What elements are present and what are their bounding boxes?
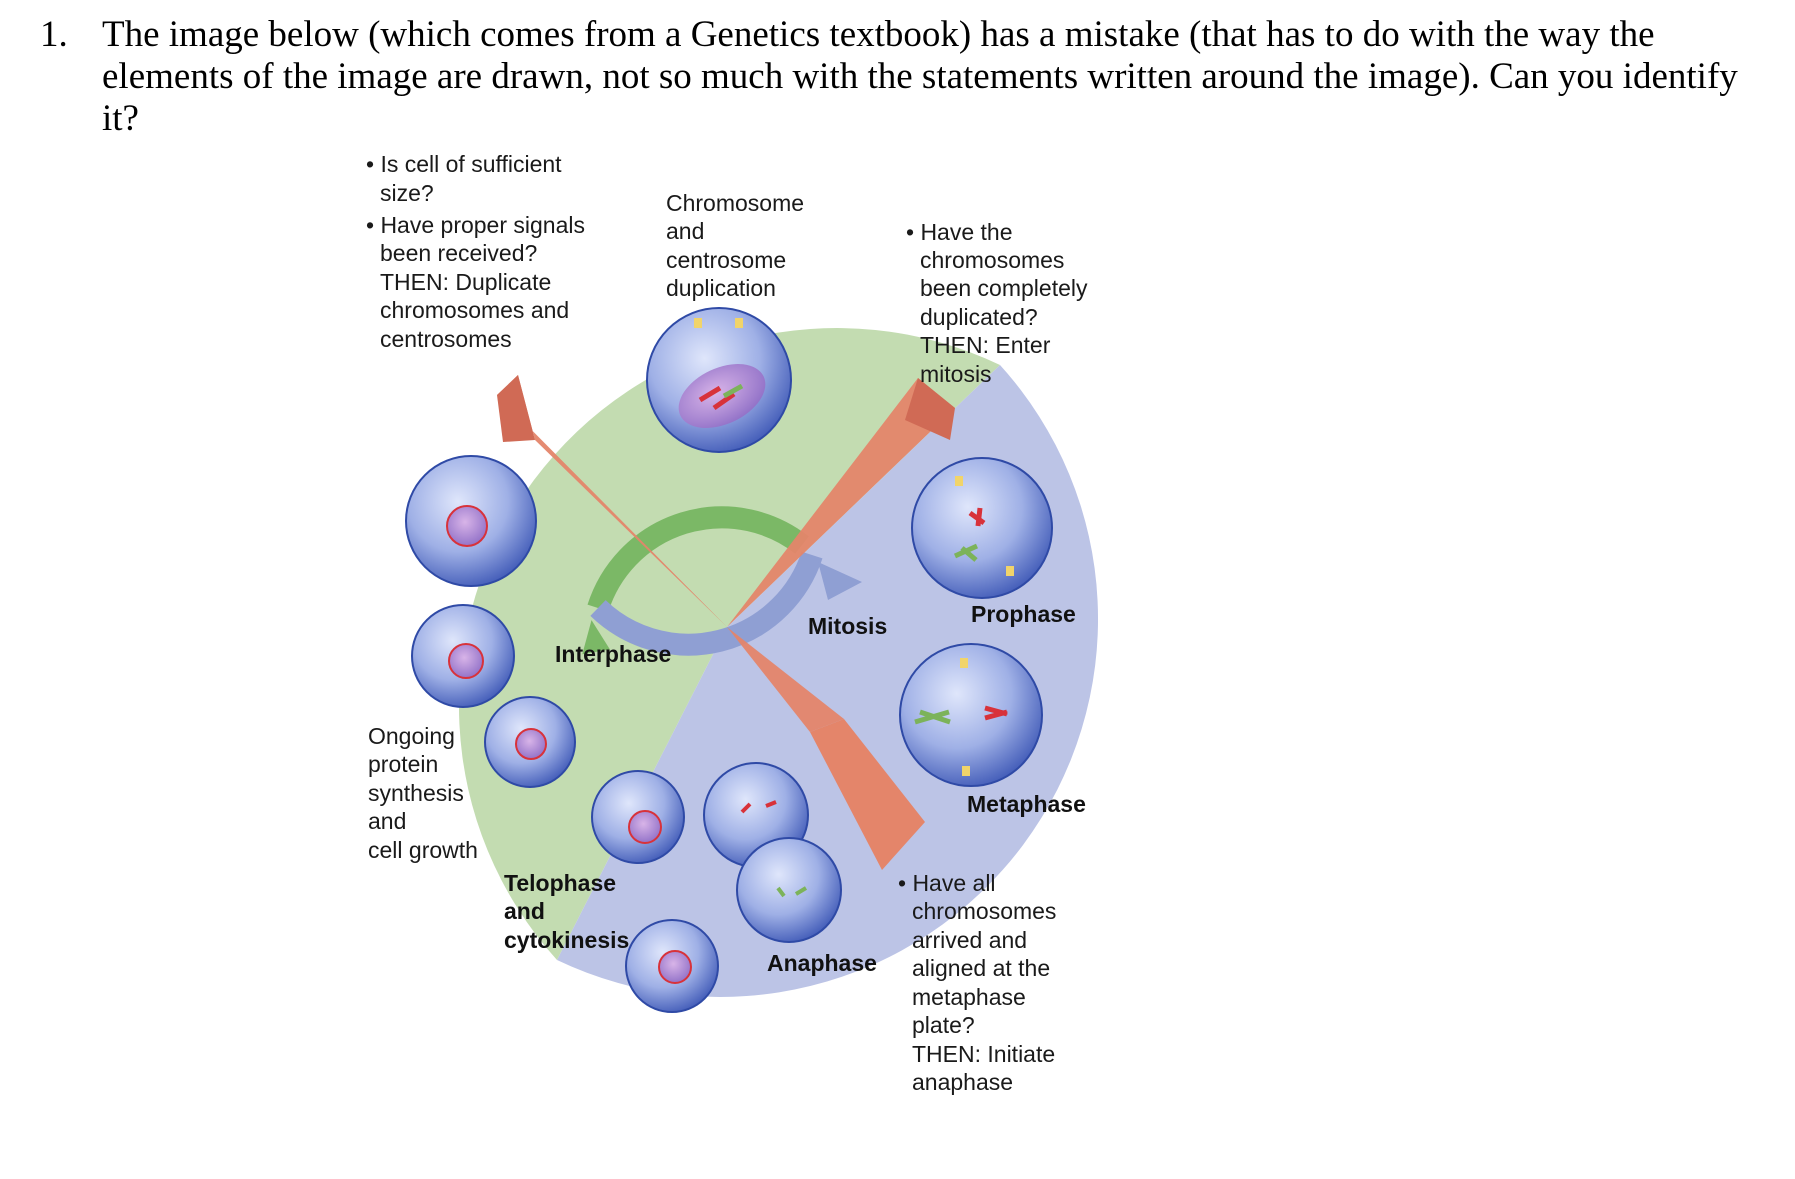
g1-checkpoint-line-4: been received? bbox=[380, 240, 537, 266]
metaphase-checkpoint-line-2: chromosomes bbox=[912, 898, 1056, 924]
label-mitosis: Mitosis bbox=[808, 613, 887, 639]
s-phase-line-3: centrosome bbox=[666, 247, 786, 273]
g2-checkpoint-wedge bbox=[727, 378, 955, 627]
g2-checkpoint-base bbox=[905, 378, 955, 440]
g1-checkpoint-line-2: size? bbox=[380, 180, 434, 206]
g2-checkpoint-line-6: mitosis bbox=[920, 361, 992, 387]
s-phase-line-2: and bbox=[666, 218, 704, 244]
question-number: 1. bbox=[40, 14, 68, 55]
metaphase-checkpoint-line-4: aligned at the bbox=[912, 955, 1050, 981]
cell-s-phase bbox=[646, 307, 792, 453]
metaphase-checkpoint-wedge bbox=[727, 627, 844, 732]
interphase-arrow bbox=[587, 506, 809, 612]
g1-checkpoint-line-1: • Is cell of sufficient bbox=[366, 151, 562, 177]
metaphase-checkpoint-line-3: arrived and bbox=[912, 927, 1027, 953]
cell-telophase-2 bbox=[625, 919, 719, 1013]
cell-prophase bbox=[911, 457, 1053, 599]
s-phase-line-1: Chromosome bbox=[666, 190, 804, 216]
cell-metaphase bbox=[899, 643, 1043, 787]
g2-checkpoint-line-3: been completely bbox=[920, 275, 1088, 301]
label-telophase-line-3: cytokinesis bbox=[504, 927, 629, 953]
g1-checkpoint-line-5: THEN: Duplicate bbox=[380, 269, 551, 295]
g2-checkpoint-line-4: duplicated? bbox=[920, 304, 1038, 330]
question-text: The image below (which comes from a Gene… bbox=[102, 14, 1738, 139]
cell-g1-medium bbox=[411, 604, 515, 708]
metaphase-checkpoint-line-1: • Have all bbox=[898, 870, 996, 896]
cell-telophase-1 bbox=[591, 770, 685, 864]
mitosis-arrow bbox=[590, 551, 823, 656]
mitosis-arrowhead bbox=[818, 562, 862, 600]
cell-g1-large bbox=[405, 455, 537, 587]
label-anaphase: Anaphase bbox=[767, 950, 877, 976]
metaphase-checkpoint-line-5: metaphase bbox=[912, 984, 1026, 1010]
label-metaphase: Metaphase bbox=[967, 791, 1086, 817]
cell-g1-small bbox=[484, 696, 576, 788]
growth-line-5: cell growth bbox=[368, 837, 478, 863]
g2-checkpoint-line-5: THEN: Enter bbox=[920, 332, 1051, 358]
s-phase-line-4: duplication bbox=[666, 275, 776, 301]
label-telophase-line-1: Telophase bbox=[504, 870, 616, 896]
g1-checkpoint-base bbox=[497, 375, 535, 442]
g1-checkpoint-line-6: chromosomes and bbox=[380, 297, 569, 323]
growth-line-3: synthesis bbox=[368, 780, 464, 806]
cell-anaphase bbox=[703, 762, 842, 943]
growth-line-1: Ongoing bbox=[368, 723, 455, 749]
interphase-arrowhead bbox=[582, 620, 610, 655]
g2-checkpoint-line-2: chromosomes bbox=[920, 247, 1064, 273]
metaphase-checkpoint-line-6: plate? bbox=[912, 1012, 975, 1038]
metaphase-checkpoint-line-8: anaphase bbox=[912, 1069, 1013, 1095]
label-telophase-line-2: and bbox=[504, 898, 545, 924]
growth-line-2: protein bbox=[368, 751, 438, 777]
question: 1. The image below (which comes from a G… bbox=[40, 14, 1760, 140]
g1-checkpoint-line-3: • Have proper signals bbox=[366, 212, 585, 238]
growth-line-4: and bbox=[368, 808, 406, 834]
g2-checkpoint-line-1: • Have the bbox=[906, 219, 1013, 245]
metaphase-checkpoint-base bbox=[810, 719, 925, 870]
label-interphase: Interphase bbox=[555, 641, 671, 667]
g1-checkpoint-line-7: centrosomes bbox=[380, 326, 512, 352]
metaphase-checkpoint-line-7: THEN: Initiate bbox=[912, 1041, 1055, 1067]
label-prophase: Prophase bbox=[971, 601, 1076, 627]
